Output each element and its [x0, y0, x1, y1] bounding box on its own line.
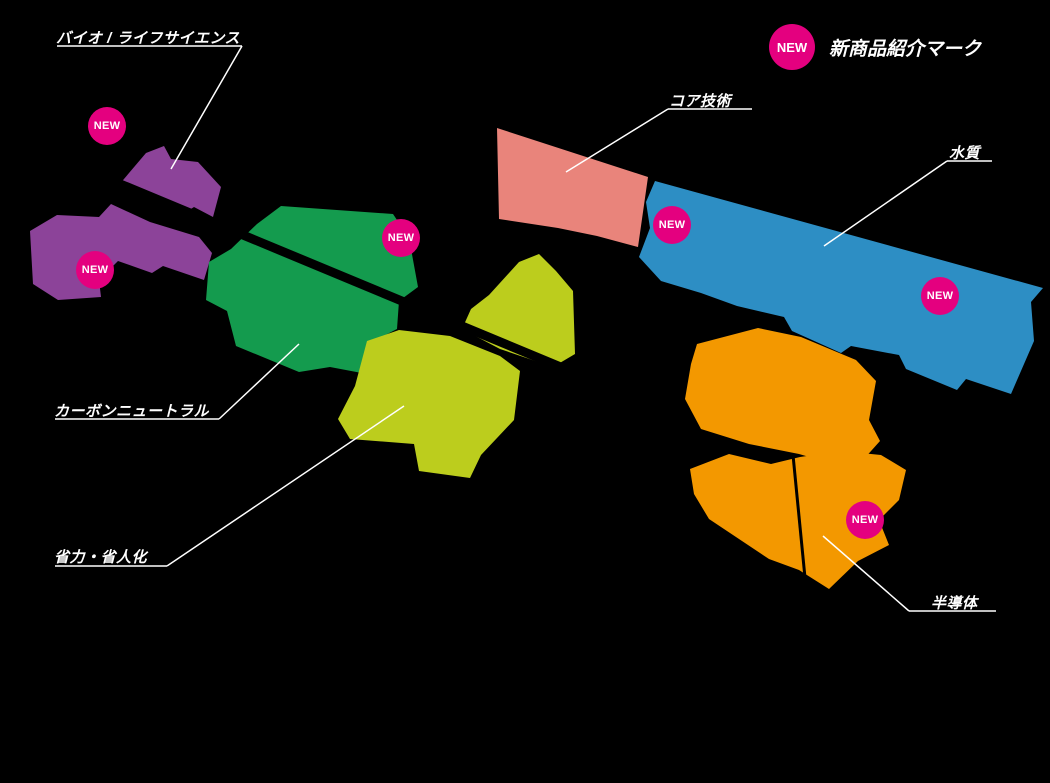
semi-divider: [791, 454, 808, 589]
leader-lines: [55, 45, 996, 612]
zone-label-bio: バイオ / ライフサイエンス: [56, 30, 241, 47]
new-badge-water-2: NEW: [921, 277, 959, 315]
new-badge-legend: NEW: [769, 24, 815, 70]
zone-core-area: [497, 128, 648, 247]
zone-label-labor: 省力・省人化: [54, 549, 148, 566]
zone-label-carbon: カーボンニュートラル: [54, 403, 210, 420]
new-badge-bio-2: NEW: [76, 251, 114, 289]
zone-label-water: 水質: [949, 145, 981, 162]
legend: NEW 新商品紹介マーク: [769, 24, 981, 70]
zone-labor-area-main: [338, 330, 520, 478]
new-badge-carbon-1: NEW: [382, 219, 420, 257]
new-badge-water-1: NEW: [653, 206, 691, 244]
zone-label-core: コア技術: [669, 93, 732, 110]
leader-line-carbon: [218, 343, 300, 420]
new-badge-semi-1: NEW: [846, 501, 884, 539]
leader-line-bio: [170, 45, 243, 170]
zone-carbon-area: [206, 206, 418, 374]
zone-water-area: [639, 181, 1043, 394]
legend-label: 新商品紹介マーク: [829, 38, 982, 60]
zone-bio-area-lower: [30, 204, 212, 300]
leader-line-labor: [166, 405, 405, 567]
leader-line-core: [565, 108, 669, 173]
leader-line-water: [823, 160, 948, 247]
new-badge-bio-1: NEW: [88, 107, 126, 145]
aisle-stripe: [99, 171, 582, 380]
zone-bio-area-upper: [118, 146, 221, 217]
leader-line-semi: [822, 535, 910, 612]
zone-semi-area-upper: [685, 328, 880, 470]
zone-label-semi: 半導体: [931, 595, 978, 612]
